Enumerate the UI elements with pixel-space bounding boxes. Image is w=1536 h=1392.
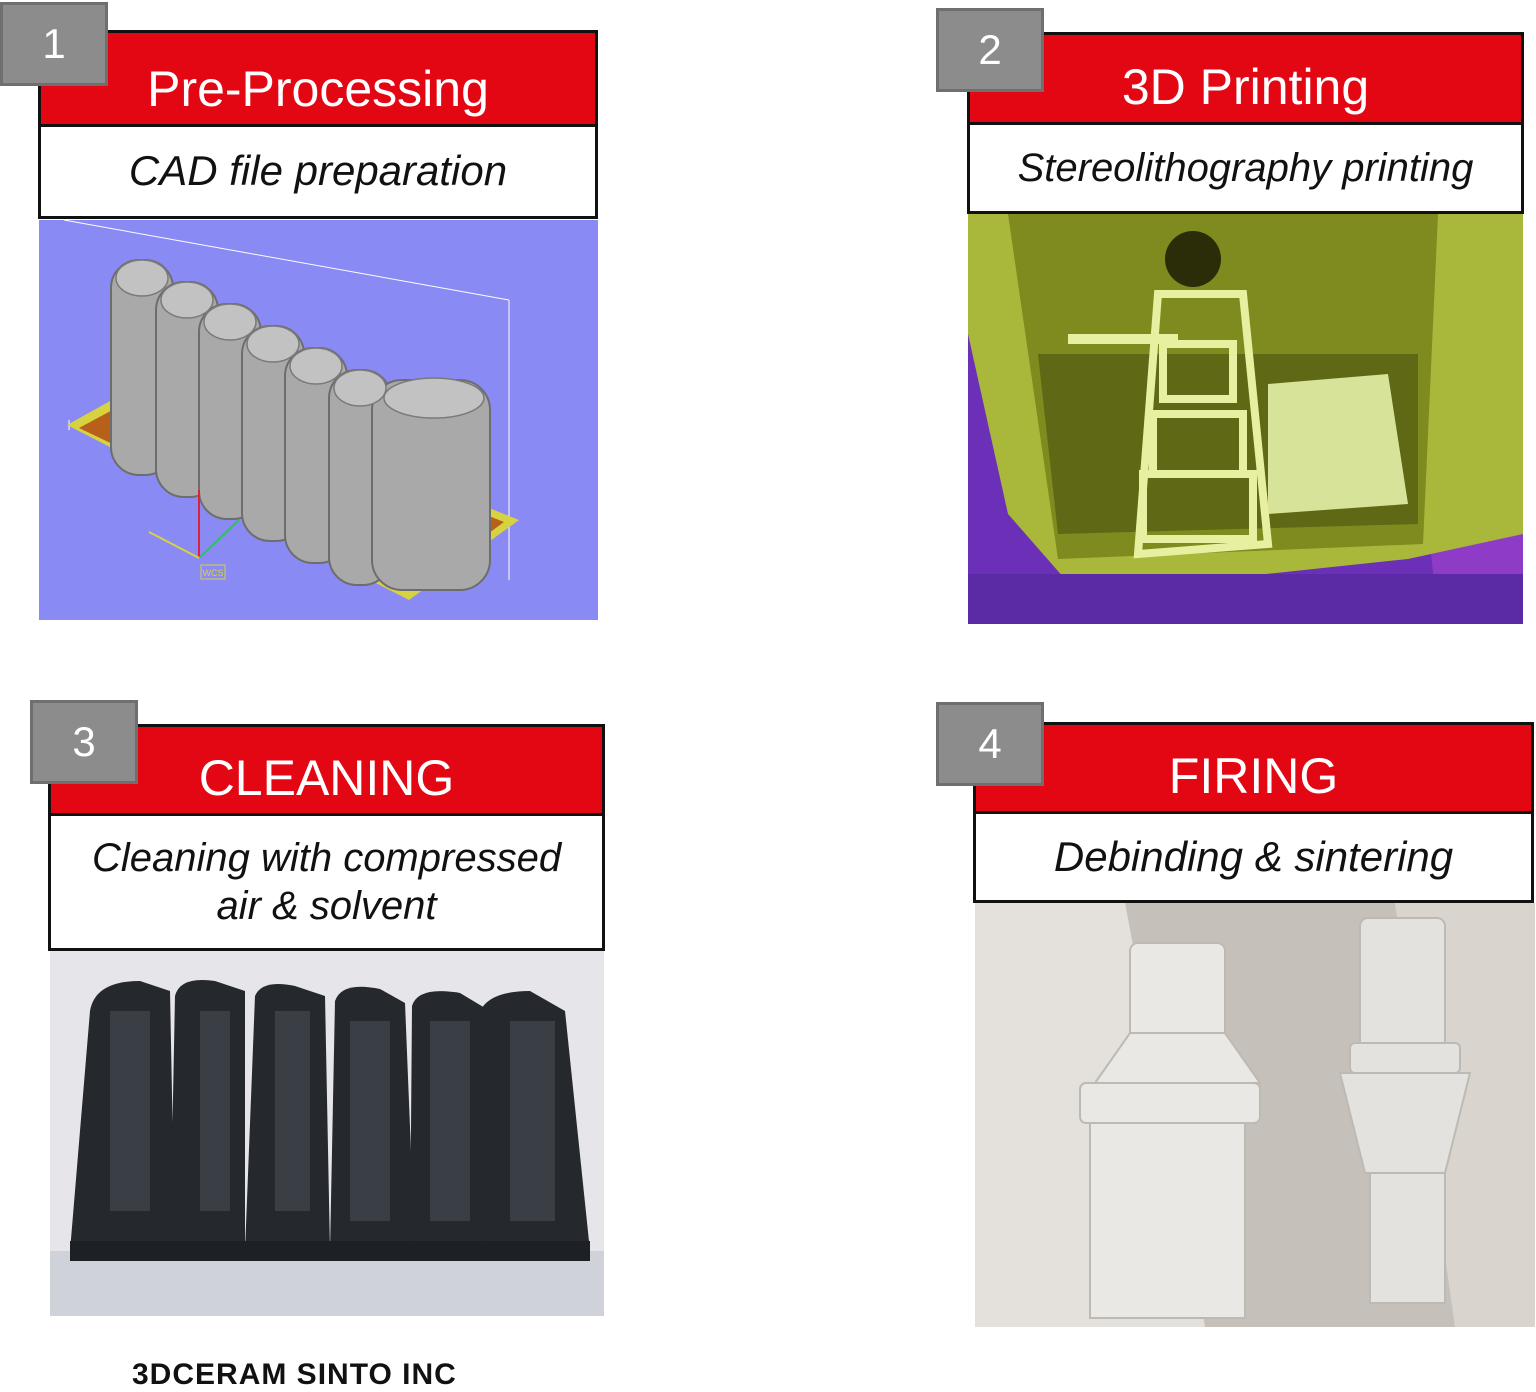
- step-4-subtitle: Debinding & sintering: [973, 811, 1534, 903]
- step-3-number-badge: 3: [30, 700, 138, 784]
- step-2-title: 3D Printing: [1121, 59, 1370, 115]
- step-2-title-bar: 3D Printing: [967, 32, 1524, 125]
- step-4-title: FIRING: [1168, 748, 1339, 804]
- step-1-title: Pre-Processing: [147, 61, 489, 117]
- step-4-number-badge: 4: [936, 702, 1044, 786]
- step-1-title-bar: Pre-Processing: [38, 30, 598, 127]
- step-4-title-bar: FIRING: [973, 722, 1534, 814]
- step-3-title: CLEANING: [198, 750, 455, 806]
- step-2-number-badge: 2: [936, 8, 1044, 92]
- cleaning-photo: [50, 951, 604, 1316]
- step-2-subtitle: Stereolithography printing: [967, 122, 1524, 214]
- step-3-subtitle: Cleaning with compressed air & solvent: [48, 813, 605, 951]
- fired-parts-photo: [975, 903, 1535, 1327]
- footer-text: 3DCERAM SINTO INC: [132, 1358, 457, 1391]
- step-3-subtitle-line-2: air & solvent: [216, 884, 437, 928]
- step-3-title-bar: CLEANING: [48, 724, 605, 816]
- wcs-axis-label: WCS: [203, 568, 224, 578]
- printer-photo: [968, 214, 1523, 624]
- step-3-subtitle-line-1: Cleaning with compressed: [91, 836, 562, 880]
- step-1-number-badge: 1: [0, 2, 108, 86]
- step-1-subtitle: CAD file preparation: [38, 124, 598, 219]
- cad-render-image: WCS: [39, 220, 598, 620]
